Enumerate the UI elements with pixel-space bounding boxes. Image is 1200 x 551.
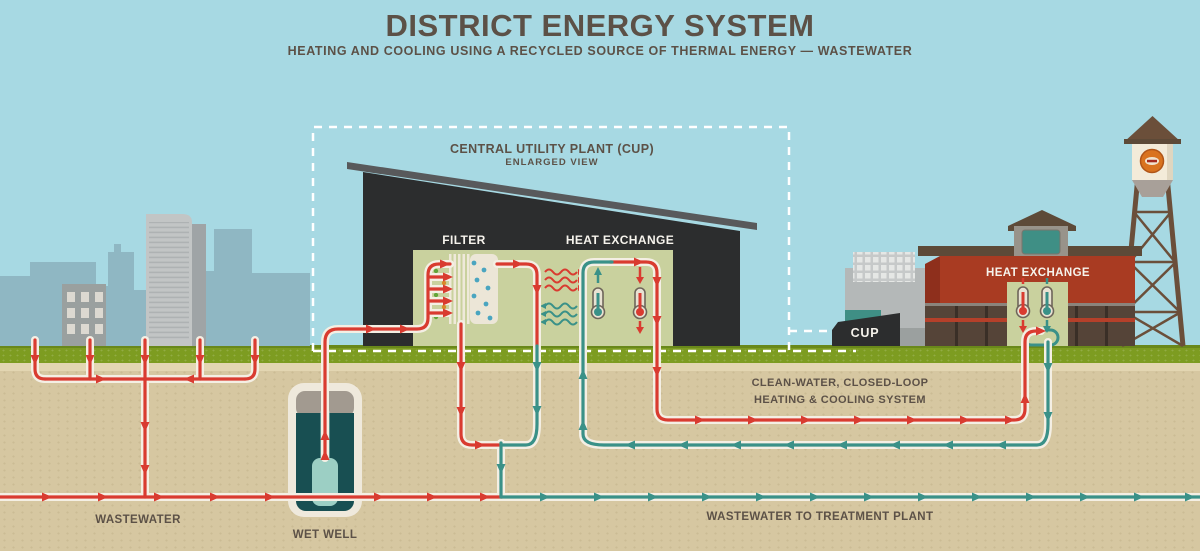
treatment-plant-label: WASTEWATER TO TREATMENT PLANT <box>706 511 934 523</box>
factory-gable-window <box>1021 229 1061 255</box>
skyscraper <box>146 214 206 346</box>
cup-enlarged-building <box>347 162 757 346</box>
cup-small-building <box>832 313 900 346</box>
filter-label: FILTER <box>442 233 486 247</box>
wastewater-label: WASTEWATER <box>95 514 181 526</box>
water-tower-roof <box>1124 116 1181 142</box>
cup-roof-beam <box>347 162 757 230</box>
thermometers <box>590 267 1055 334</box>
page-subtitle: HEATING AND COOLING USING A RECYCLED SOU… <box>287 44 913 58</box>
factory-building <box>918 210 1142 347</box>
thermometer-icon <box>1015 278 1031 333</box>
wet-well-label: WET WELL <box>292 529 358 541</box>
filtered-water-zone <box>470 254 498 324</box>
factory-gable-roof <box>1008 210 1076 231</box>
water-droplets <box>471 260 493 321</box>
thermometer-icon <box>590 267 606 320</box>
clean-loop-label-line1: CLEAN-WATER, CLOSED-LOOP <box>751 377 929 389</box>
cup-enlarged-title: CENTRAL UTILITY PLANT (CUP) <box>449 142 655 156</box>
factory-heat-exchange-label: HEAT EXCHANGE <box>985 267 1091 279</box>
cup-small-building-label: CUP <box>850 326 880 340</box>
office-building <box>62 284 106 346</box>
underground-area <box>0 362 1200 551</box>
thermometer-icon <box>632 267 648 334</box>
subsoil-strip <box>0 362 1200 371</box>
cup-enlarged-subtitle: ENLARGED VIEW <box>505 157 599 168</box>
grass-strip <box>0 345 1200 363</box>
flow-arrows <box>30 257 1195 502</box>
cup-heat-exchange-label: HEAT EXCHANGE <box>565 233 675 247</box>
thermometer-icon <box>1039 278 1055 333</box>
page-title: DISTRICT ENERGY SYSTEM <box>385 8 815 43</box>
clean-loop-label-line2: HEATING & COOLING SYSTEM <box>754 394 926 406</box>
